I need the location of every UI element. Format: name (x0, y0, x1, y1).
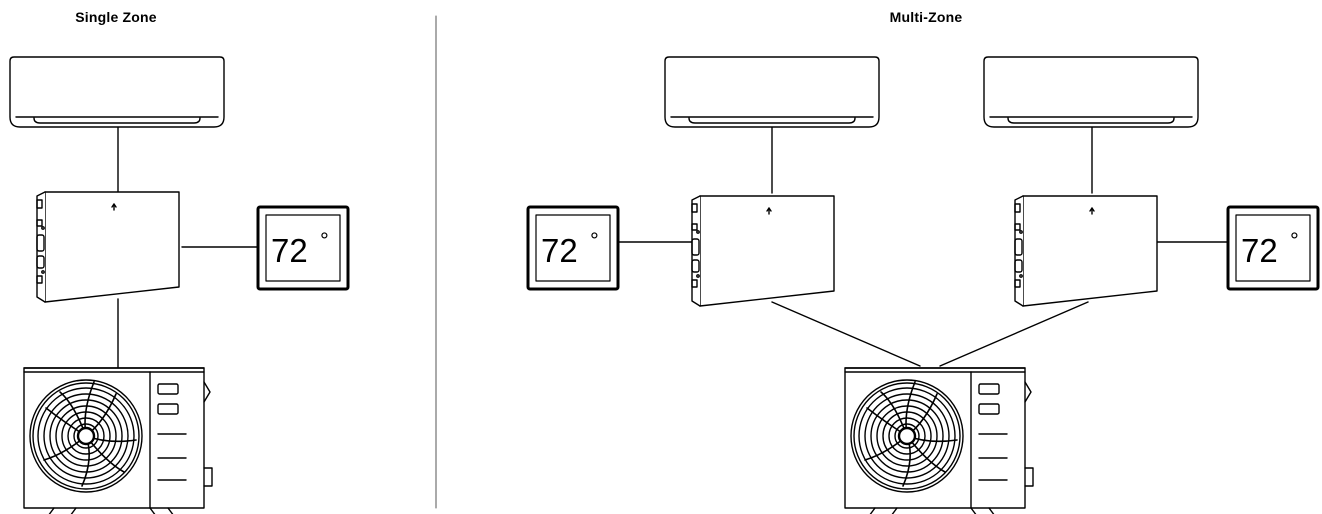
multi-zone-title: Multi-Zone (889, 9, 963, 25)
single-zone-title: Single Zone (75, 9, 157, 25)
thermostat-right: 72 ° (1226, 205, 1320, 291)
control-module-right (1014, 195, 1158, 307)
thermostat-left: 72 ° (526, 205, 620, 291)
single-zone-section: 72 ° (9, 56, 350, 514)
thermostat-temperature: 72 (271, 232, 308, 269)
thermostat-temperature: 72 (1241, 232, 1278, 269)
thermostat-degree: ° (1290, 228, 1299, 253)
outdoor-unit (843, 366, 1035, 514)
indoor-unit-right (983, 56, 1199, 128)
thermostat-degree: ° (320, 228, 329, 253)
multi-zone-section: 72 ° 72 ° (526, 56, 1320, 514)
thermostat-degree: ° (590, 228, 599, 253)
module-to-outdoor-line (939, 301, 1089, 367)
thermostat: 72 ° (256, 205, 350, 291)
thermostat-temperature: 72 (541, 232, 578, 269)
control-module-left (691, 195, 835, 307)
control-module (36, 191, 180, 303)
module-to-outdoor-line (771, 301, 921, 367)
indoor-unit (9, 56, 225, 128)
indoor-unit-left (664, 56, 880, 128)
outdoor-unit (22, 366, 214, 514)
